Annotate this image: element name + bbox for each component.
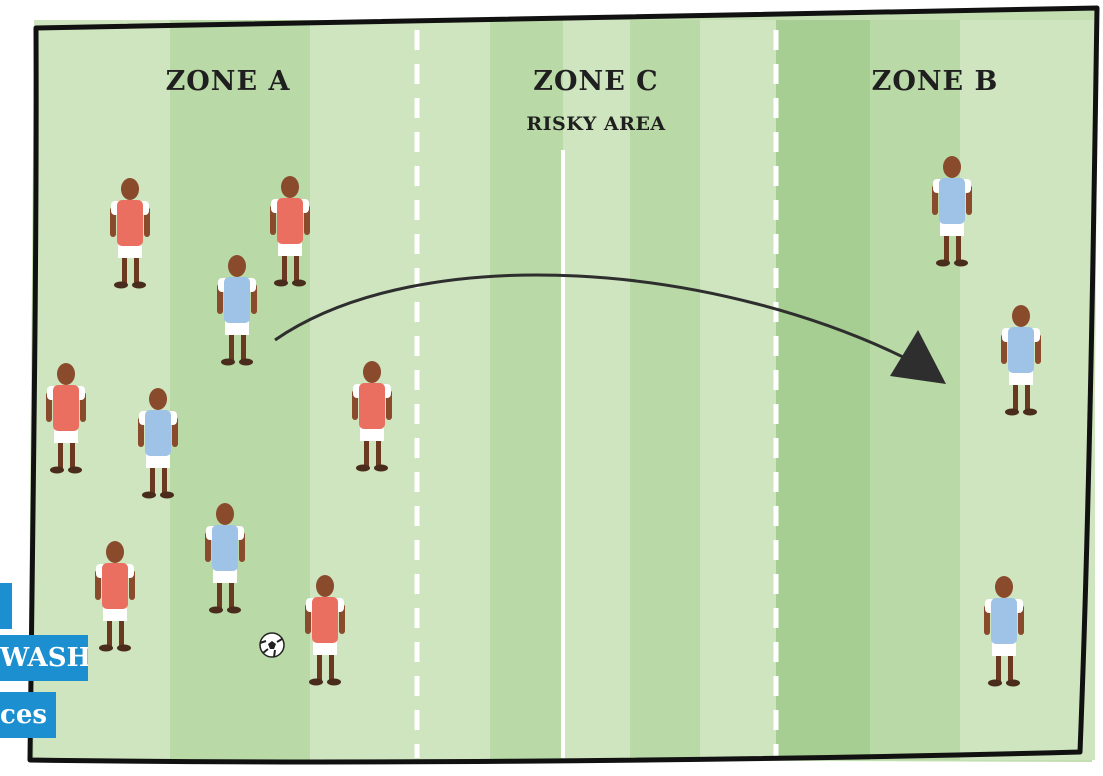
pitch-stripe [870,20,960,760]
player-bib [277,198,303,244]
pitch-stripe [417,20,490,760]
ball-icon [259,632,285,658]
red-team-player [270,176,310,287]
red-team-player [352,361,392,472]
pitch-stripe [170,20,310,760]
blue-team-player [984,576,1024,687]
side-tag-2: WASH [0,635,88,681]
zone-c-title: ZONE C [533,66,658,97]
player-bib [312,597,338,643]
player-bib [53,385,79,431]
player-bib [117,200,143,246]
player-bib [224,277,250,323]
side-tag-1 [0,583,12,629]
players-layer [46,156,1041,687]
pitch-stripe [490,20,563,760]
player-bib [991,598,1017,644]
red-team-player [305,575,345,686]
red-team-player [46,363,86,474]
blue-team-player [205,503,245,614]
blue-team-player [932,156,972,267]
red-team-player [110,178,150,289]
pitch-stripe [563,20,630,760]
blue-team-player [138,388,178,499]
player-bib [145,410,171,456]
red-team-player [95,541,135,652]
player-bib [212,525,238,571]
zone-b-title: ZONE B [872,66,999,97]
zone-c-subtitle: RISKY AREA [526,113,665,135]
pass-arrow-icon [274,273,946,384]
zone-lines [414,30,779,758]
player-bib [939,178,965,224]
player-bib [1008,327,1034,373]
player-bib [102,563,128,609]
blue-team-player [217,255,257,366]
zone-a-title: ZONE A [166,66,291,97]
blue-team-player [1001,305,1041,416]
pitch-stripe [776,20,870,760]
pitch-border [27,5,1100,765]
side-tag-3: ces [0,692,56,738]
pitch-stripe [630,20,700,760]
player-bib [359,383,385,429]
pitch-stripe [700,20,776,760]
